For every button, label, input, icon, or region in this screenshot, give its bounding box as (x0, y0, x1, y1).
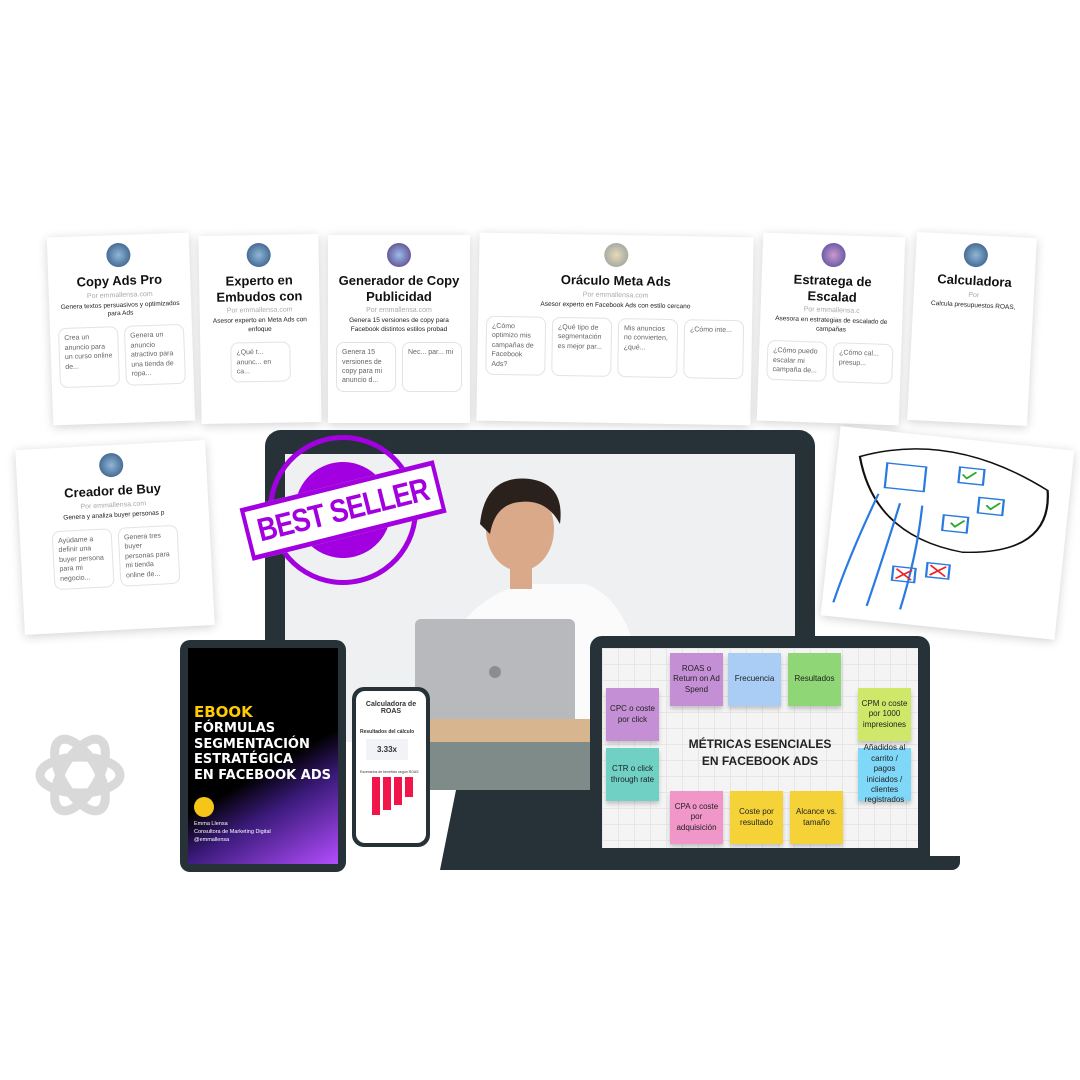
roas-value: 3.33x (376, 745, 398, 754)
chart-bar (383, 777, 391, 810)
gpt-card-estratega-escalado: Estratega de Escalad Por emmallensa.c As… (756, 232, 906, 426)
card-title: Generador de Copy Publicidad (338, 273, 460, 304)
sticky-note: CPM o coste por 1000 impresiones (858, 688, 911, 741)
author-handle: @emmallensa (194, 836, 230, 843)
openai-logo-icon (35, 734, 125, 816)
card-author: Por emmallensa.com (366, 307, 432, 315)
chart-bar (372, 777, 380, 815)
card-desc: Calcula presupuestos ROAS, (930, 299, 1016, 311)
prompt-chip[interactable]: Nec... par... mi (402, 342, 462, 392)
gpt-card-experto-embudos: Experto en Embudos con Por emmallensa.co… (198, 233, 322, 425)
prompt-chip[interactable]: ¿Qué t... anunc... en ca... (230, 341, 291, 383)
prompt-chip[interactable]: Mis anuncios no convierten, ¿qué... (617, 318, 679, 379)
card-desc: Asesora en estrategias de escalado de ca… (774, 315, 888, 334)
sticky-note: Alcance vs. tamaño (790, 791, 843, 844)
prompt-chip[interactable]: ¿Cómo optimizo mis campañas de Facebook … (485, 315, 547, 377)
prompt-chip[interactable]: Genera un anuncio atractivo para una tie… (123, 324, 186, 386)
sticky-note: Resultados (788, 653, 841, 706)
roas-bar-chart (372, 777, 422, 815)
sticky-note: Coste por resultado (730, 791, 783, 844)
card-desc: Asesor experto en Facebook Ads con estil… (540, 300, 691, 310)
gpt-avatar-icon (604, 242, 629, 268)
prompt-chip[interactable]: Crea un anuncio para un curso online de.… (57, 326, 120, 388)
card-author: Por emmallensa.com (226, 306, 293, 315)
ebook-title-line: ESTRATÉGICA (194, 752, 294, 768)
card-desc: Asesor experto en Meta Ads con enfoque (212, 316, 307, 333)
sticky-note: CPA o coste por adquisición (670, 791, 723, 844)
sticky-note: Añadidos al carrito / pagos iniciados / … (858, 743, 911, 804)
phone-title: Calculadora de ROAS (365, 701, 417, 715)
author-avatar (194, 797, 214, 818)
sticky-note: CTR o click through rate (606, 748, 659, 801)
gpt-avatar-icon (246, 242, 271, 268)
prompt-chip[interactable]: ¿Qué tipo de segmentación es mejor par..… (551, 316, 613, 378)
gpt-avatar-icon (106, 242, 131, 268)
gpt-card-creador-buyer: Creador de Buy Por emmallensa.com Genera… (15, 440, 215, 635)
chart-label: Escenarios de beneficio según ROAS (360, 770, 419, 774)
sticky-note: ROAS o Return on Ad Spend (670, 653, 723, 706)
tablet-ebook: EBOOK FÓRMULAS SEGMENTACIÓN ESTRATÉGICA … (180, 640, 346, 872)
gpt-avatar-icon (963, 242, 989, 268)
prompt-chip[interactable]: ¿Cómo inte... (683, 319, 745, 380)
prompt-chip[interactable]: ¿Cómo puedo escalar mi campaña de... (766, 339, 828, 383)
gpt-card-calculadora: Calculadora Por Calcula presupuestos ROA… (907, 231, 1037, 427)
ebook-label: EBOOK (194, 703, 253, 721)
card-title: Experto en Embudos con (216, 272, 303, 305)
gpt-avatar-icon (387, 243, 411, 267)
card-desc: Genera 15 versiones de copy para Faceboo… (349, 317, 449, 333)
card-title: Estratega de Escalad (793, 271, 872, 305)
card-title: Oráculo Meta Ads (560, 272, 671, 289)
sticky-note: CPC o coste por click (606, 688, 659, 741)
author-name: Emma Llensa (194, 821, 228, 828)
card-title: Copy Ads Pro (76, 271, 163, 290)
prompt-chip[interactable]: Genera tres buyer personas para mi tiend… (117, 524, 181, 587)
gpt-card-copy-ads-pro: Copy Ads Pro Por emmallensa.com Genera t… (46, 232, 196, 426)
ebook-title-line: FÓRMULAS (194, 721, 276, 736)
author-role: Consultora de Marketing Digital (194, 829, 271, 836)
prompt-chip[interactable]: ¿Cómo cal... presup... (832, 342, 894, 385)
chart-bar (405, 777, 413, 797)
card-title: Calculadora (936, 271, 1013, 291)
sticky-note: Frecuencia (728, 653, 781, 706)
gpt-card-generador-copy: Generador de Copy Publicidad Por emmalle… (328, 235, 470, 423)
gpt-avatar-icon (821, 242, 846, 268)
chart-bar (394, 777, 402, 805)
ebook-title-line: EN FACEBOOK ADS (194, 767, 331, 783)
card-desc: Genera textos persuasivos y optimizados … (60, 299, 180, 318)
hand-drawing (832, 448, 1049, 610)
laptop-base (555, 856, 960, 870)
prompt-chip[interactable]: Ayúdame a definir una buyer persona para… (51, 528, 115, 591)
ebook-title-line: SEGMENTACIÓN (194, 736, 310, 752)
phone-roas-calculator: Calculadora de ROAS Resultados del cálcu… (352, 687, 430, 847)
gpt-card-oraculo-meta-ads: Oráculo Meta Ads Por emmallensa.com Ases… (476, 232, 754, 426)
phone-section: Resultados del cálculo (360, 729, 415, 735)
prompt-chip[interactable]: Genera 15 versiones de copy para mi anun… (336, 342, 396, 392)
sketch-card (820, 426, 1075, 640)
gpt-avatar-icon (98, 452, 124, 478)
